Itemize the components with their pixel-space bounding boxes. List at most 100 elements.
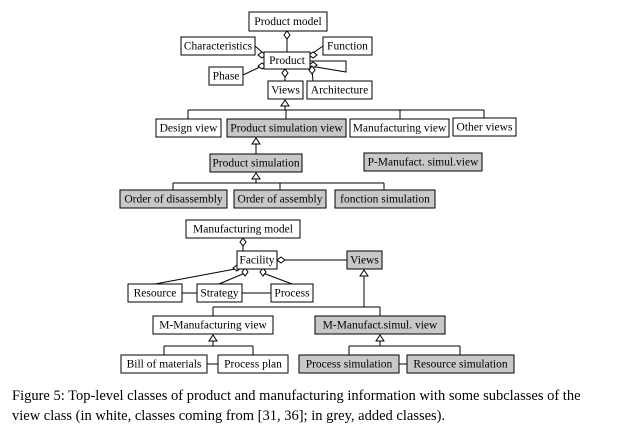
class-box-frame <box>406 354 515 374</box>
edge-facility-resource <box>154 268 236 285</box>
class-box-frame <box>120 354 208 374</box>
edge-function-product <box>312 45 324 54</box>
class-box-m-manufact-simul-view: M-Manufact.simul. view <box>314 315 446 335</box>
edge-phase-product <box>242 66 261 76</box>
class-box-frame <box>185 219 301 239</box>
class-box-label: M-Manufacturing view <box>159 320 267 332</box>
class-box-label: Manufacturing view <box>353 123 447 135</box>
class-box-label: Product <box>269 55 306 67</box>
class-box-phase: Phase <box>208 66 244 86</box>
inheritance-triangle <box>359 269 369 277</box>
class-box-bill-of-materials: Bill of materials <box>120 354 208 374</box>
aggregation-diamond <box>283 30 291 40</box>
class-box-label: Design view <box>160 123 219 135</box>
aggregation-diamond <box>276 256 286 264</box>
edge-facility-process <box>262 272 293 285</box>
class-box-architecture: Architecture <box>306 80 373 100</box>
class-box-label: Order of assembly <box>238 194 323 206</box>
class-box-label: Architecture <box>311 85 368 97</box>
class-box-resource: Resource <box>127 283 183 303</box>
inheritance-triangle <box>208 334 218 342</box>
class-box-label: Views <box>350 255 379 267</box>
class-box-label: Product simulation <box>212 158 299 170</box>
class-box-label: P-Manufact. simul.view <box>368 157 480 169</box>
class-box-p-manufact-simul-view: P-Manufact. simul.view <box>363 152 483 172</box>
class-box-manufacturing-view: Manufacturing view <box>349 118 450 138</box>
class-box-order-of-disassembly: Order of disassembly <box>119 189 228 209</box>
aggregation-diamond <box>281 68 289 78</box>
class-box-label: Strategy <box>200 288 239 300</box>
class-box-frame <box>263 51 311 70</box>
class-box-label: Function <box>327 41 368 53</box>
class-box-design-view: Design view <box>155 118 222 138</box>
class-box-label: Process simulation <box>306 359 393 371</box>
class-box-m-manufacturing-view: M-Manufacturing view <box>152 315 274 335</box>
class-box-process: Process <box>270 283 314 303</box>
class-box-label: fonction simulation <box>340 194 430 206</box>
class-box-label: Resource <box>134 288 177 300</box>
class-box-product-simulation-view: Product simulation view <box>226 118 347 138</box>
class-box-function: Function <box>322 36 373 56</box>
class-box-frame <box>346 250 383 270</box>
class-box-process-plan: Process plan <box>217 354 289 374</box>
class-box-product-simulation: Product simulation <box>209 153 303 173</box>
class-box-facility: Facility <box>236 250 278 270</box>
class-box-characteristics: Characteristics <box>180 36 256 56</box>
class-box-views2: Views <box>346 250 383 270</box>
class-box-frame <box>209 153 303 173</box>
class-box-resource-simulation: Resource simulation <box>406 354 515 374</box>
class-box-frame <box>334 189 436 209</box>
class-box-frame <box>208 66 244 86</box>
class-box-fonction-simulation: fonction simulation <box>334 189 436 209</box>
edge-product-self <box>309 60 347 73</box>
class-box-label: Manufacturing model <box>193 224 293 236</box>
class-box-frame <box>314 315 446 335</box>
class-box-label: Product model <box>254 16 321 28</box>
aggregation-diamond <box>241 267 249 277</box>
class-box-label: Order of disassembly <box>124 194 223 206</box>
class-box-product: Product <box>263 51 311 70</box>
class-box-label: Views <box>271 85 300 97</box>
class-box-order-of-assembly: Order of assembly <box>233 189 327 209</box>
class-box-strategy: Strategy <box>196 283 243 303</box>
class-box-label: Resource simulation <box>413 359 507 371</box>
class-box-label: Facility <box>239 255 274 267</box>
class-box-label: Process <box>274 288 310 300</box>
edge-characteristics-product <box>254 45 263 53</box>
class-box-frame <box>363 152 483 172</box>
class-box-frame <box>196 283 243 303</box>
class-box-frame <box>119 189 228 209</box>
class-box-frame <box>155 118 222 138</box>
class-box-frame <box>248 11 328 32</box>
class-box-frame <box>270 283 314 303</box>
edge-facility-strategy <box>218 272 246 285</box>
aggregation-diamond <box>308 51 318 59</box>
class-box-label: Characteristics <box>184 41 253 53</box>
aggregation-diamond <box>239 237 247 247</box>
class-box-frame <box>267 80 304 100</box>
class-box-frame <box>226 118 347 138</box>
class-box-frame <box>217 354 289 374</box>
class-box-views: Views <box>267 80 304 100</box>
aggregation-diamond <box>259 267 267 277</box>
inheritance-triangle <box>375 334 385 342</box>
class-box-label: Process plan <box>224 359 282 371</box>
class-box-frame <box>233 189 327 209</box>
class-box-label: Bill of materials <box>127 359 202 371</box>
class-box-frame <box>452 117 517 137</box>
class-box-label: Other views <box>457 122 513 134</box>
class-box-frame <box>180 36 256 56</box>
class-box-frame <box>152 315 274 335</box>
class-box-frame <box>298 354 400 374</box>
class-box-product-model: Product model <box>248 11 328 32</box>
class-box-frame <box>322 36 373 56</box>
class-box-label: Phase <box>213 71 240 83</box>
class-box-label: Product simulation view <box>230 123 343 135</box>
inheritance-triangle <box>251 137 261 145</box>
class-box-frame <box>306 80 373 100</box>
class-box-label: M-Manufact.simul. view <box>323 320 438 332</box>
inheritance-triangle <box>280 99 290 107</box>
diagram-connectors <box>154 30 485 365</box>
